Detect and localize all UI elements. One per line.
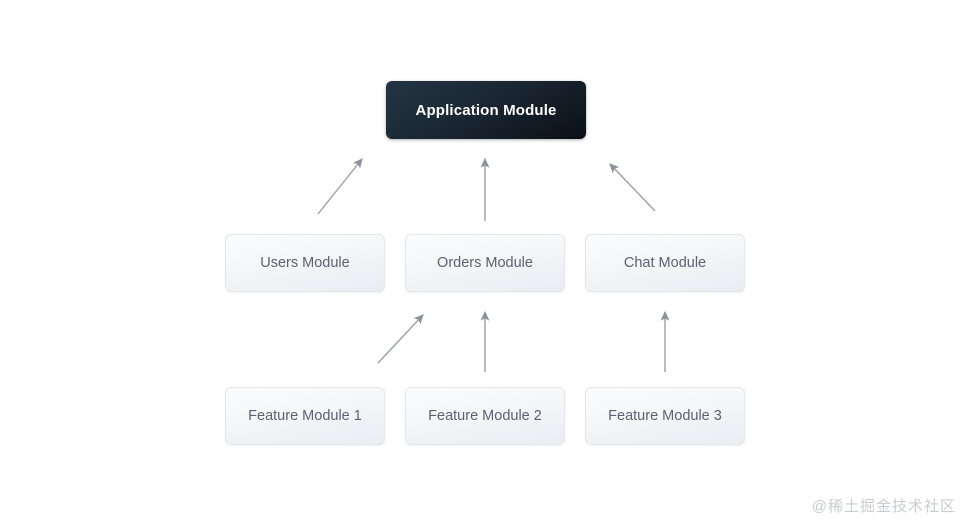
arrow-feature1-to-users: [377, 314, 424, 364]
node-label-feature-module-2: Feature Module 2: [428, 407, 542, 424]
node-users-module[interactable]: Users Module: [225, 234, 385, 292]
node-label-application-module: Application Module: [415, 101, 557, 119]
node-label-feature-module-1: Feature Module 1: [248, 407, 362, 424]
arrow-users-to-application: [317, 158, 363, 215]
node-chat-module[interactable]: Chat Module: [585, 234, 745, 292]
node-label-orders-module: Orders Module: [437, 254, 533, 271]
watermark-text: @稀土掘金技术社区: [811, 498, 956, 515]
node-label-users-module: Users Module: [260, 254, 350, 271]
node-feature-module-2[interactable]: Feature Module 2: [405, 387, 565, 445]
node-label-feature-module-3: Feature Module 3: [608, 407, 722, 424]
node-application-module[interactable]: Application Module: [386, 81, 586, 139]
node-feature-module-3[interactable]: Feature Module 3: [585, 387, 745, 445]
arrow-chat-to-application: [609, 163, 656, 212]
node-label-chat-module: Chat Module: [623, 254, 707, 271]
node-orders-module[interactable]: Orders Module: [405, 234, 565, 292]
node-feature-module-1[interactable]: Feature Module 1: [225, 387, 385, 445]
